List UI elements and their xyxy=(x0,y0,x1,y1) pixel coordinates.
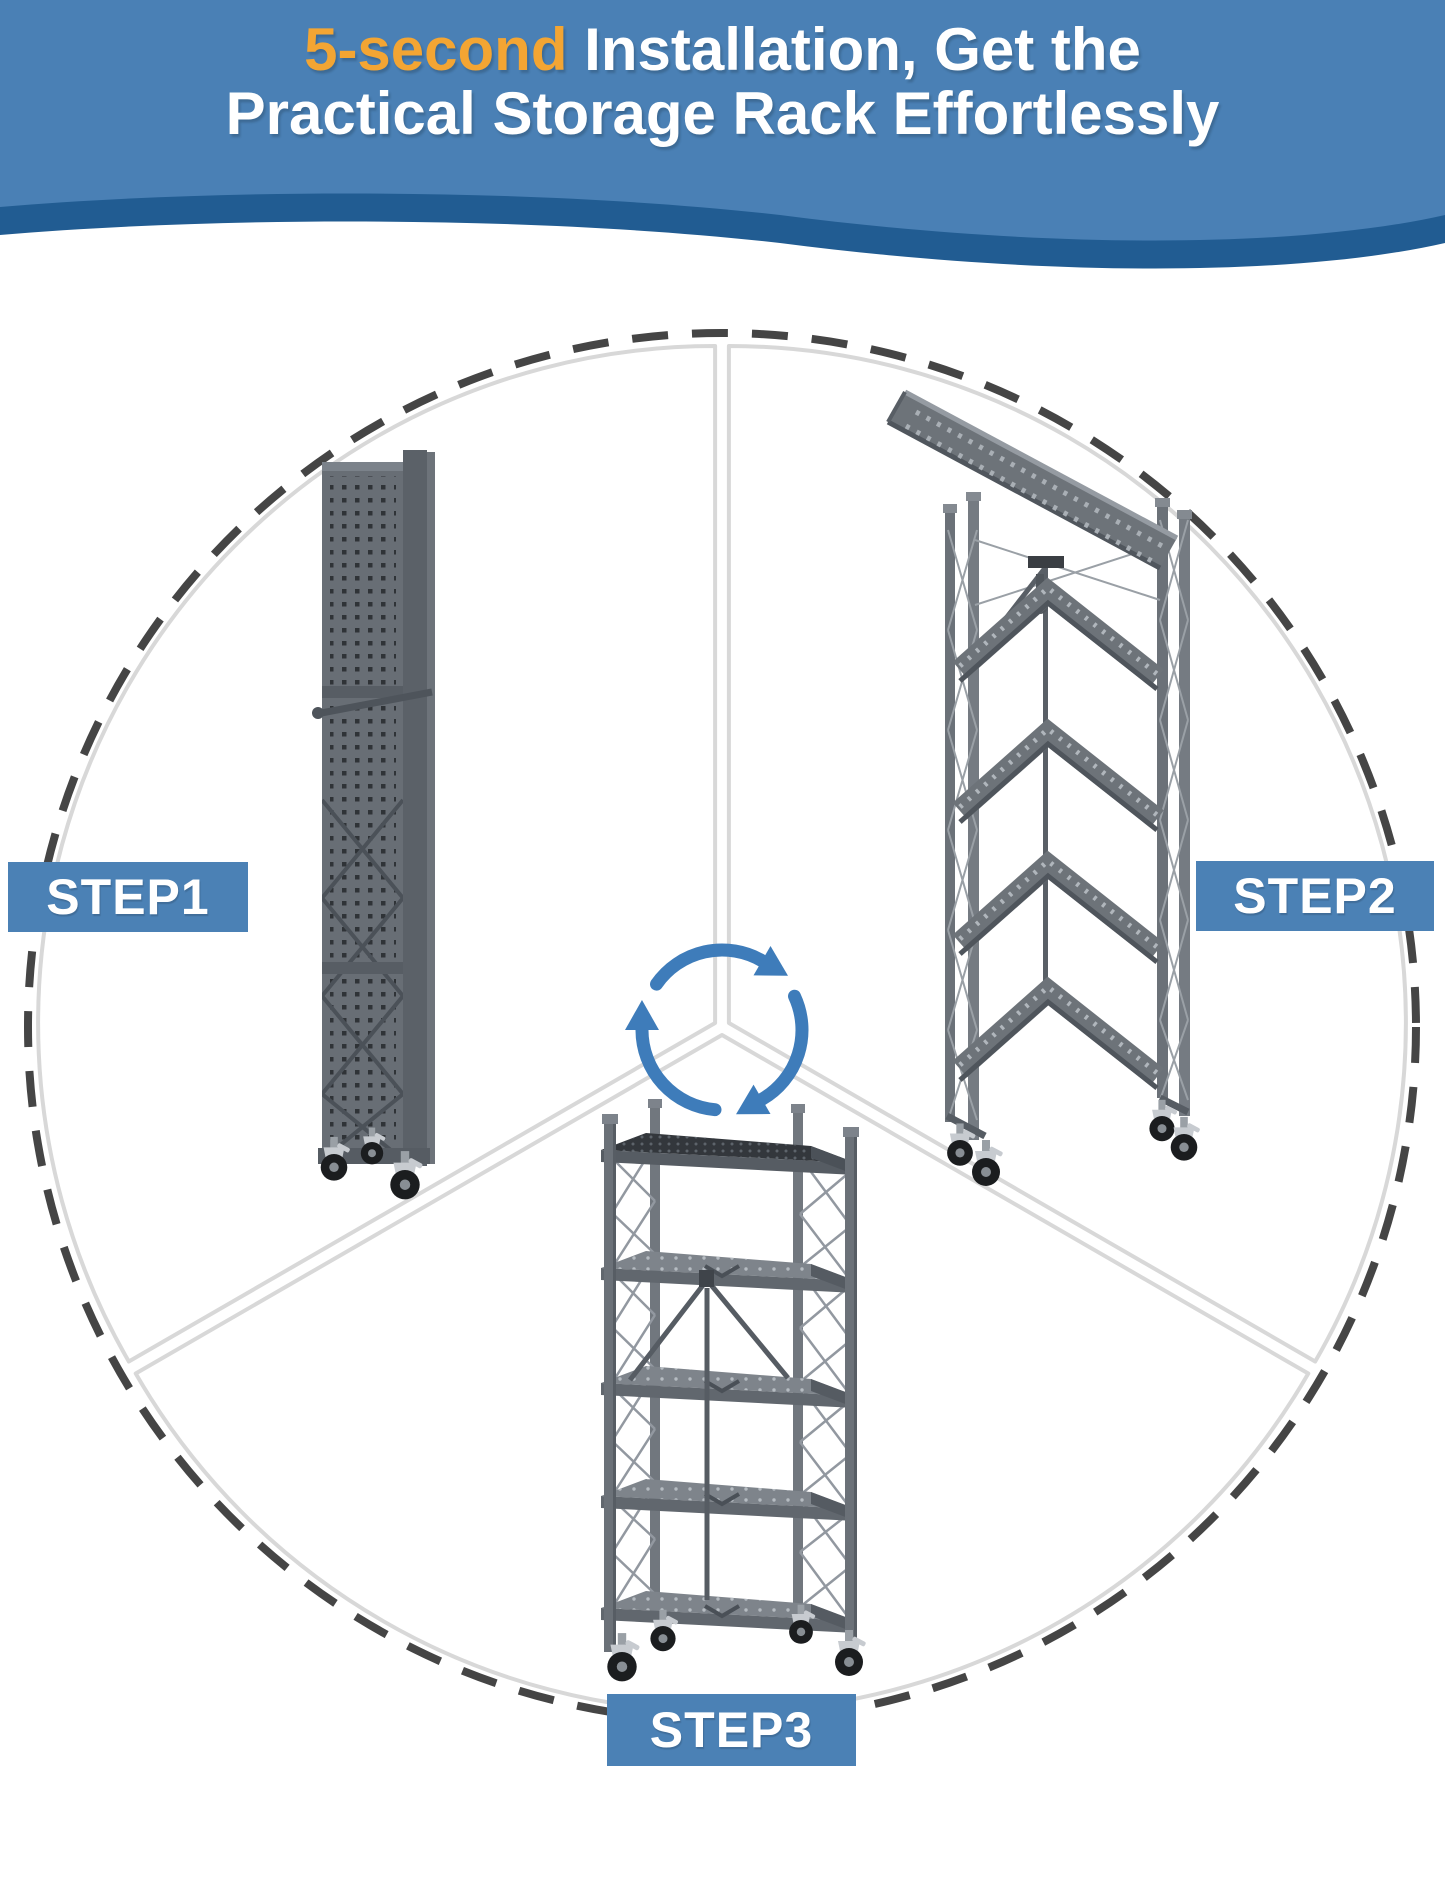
detached-top-shelf xyxy=(886,389,1179,571)
header-wave xyxy=(0,0,1445,269)
step2-label: STEP2 xyxy=(1196,861,1434,931)
folded-shelf-chevrons xyxy=(952,577,1164,1090)
header-banner: 5-second Installation, Get the Practical… xyxy=(0,0,1445,290)
side-cross-wires xyxy=(610,1143,853,1622)
folded-flat-storage-rack-illustration xyxy=(312,450,435,1200)
sector-step1 xyxy=(36,344,718,1364)
sector-step2 xyxy=(726,344,1408,1364)
title-line1-rest: Installation, Get the xyxy=(567,16,1141,83)
title-highlight: 5-second xyxy=(304,16,568,83)
half-unfolded-storage-rack-illustration xyxy=(886,389,1201,1186)
title-line1: 5-second Installation, Get the xyxy=(0,18,1445,82)
assembled-storage-rack-illustration xyxy=(601,1099,867,1682)
title-line2: Practical Storage Rack Effortlessly xyxy=(225,80,1220,147)
center-support-rods xyxy=(628,1270,790,1600)
cycle-arrows-icon xyxy=(616,946,827,1129)
rack-shelves xyxy=(601,1133,856,1633)
page-title: 5-second Installation, Get the Practical… xyxy=(0,18,1445,146)
step1-label: STEP1 xyxy=(8,862,248,932)
step3-label: STEP3 xyxy=(607,1694,856,1766)
